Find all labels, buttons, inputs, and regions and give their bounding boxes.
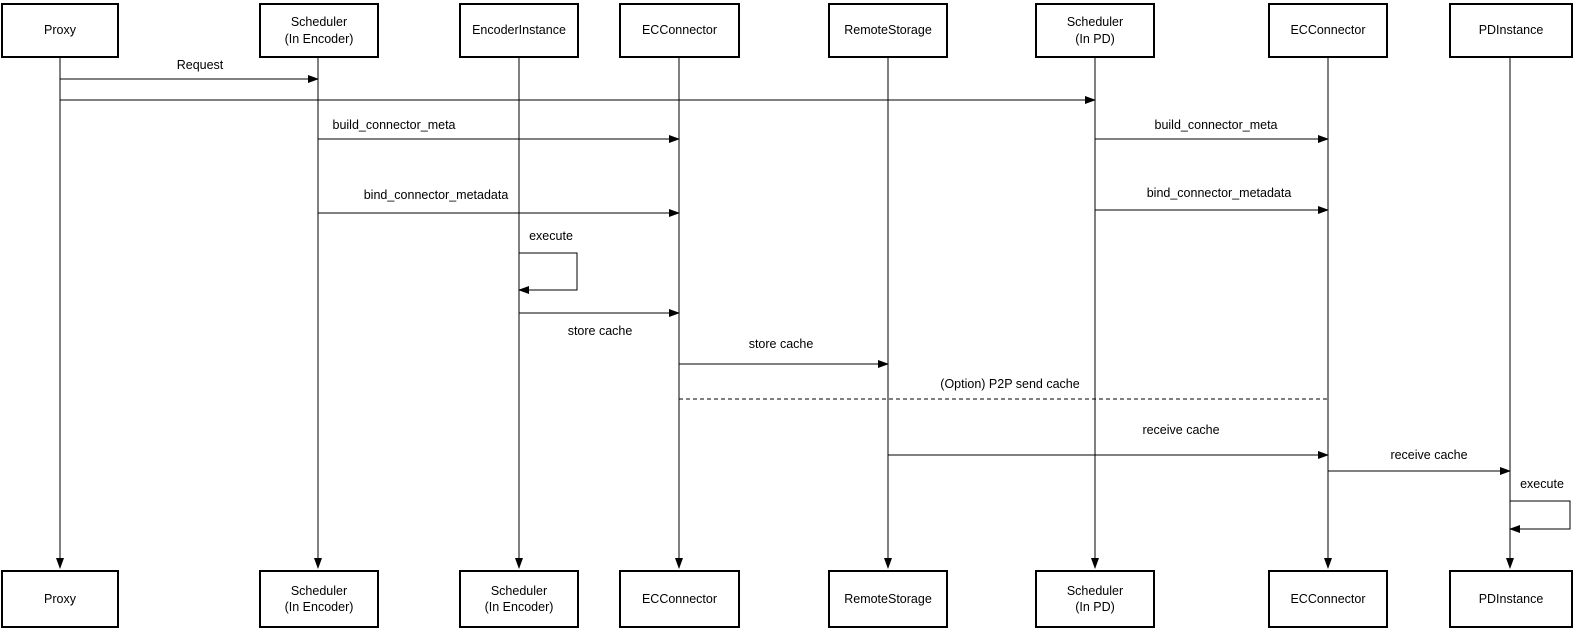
actor-bottom-box-remotestorage: RemoteStorage (828, 570, 948, 628)
actor-bottom-box-ecconnector: ECConnector (619, 570, 740, 628)
message-label-build-connector-meta: build_connector_meta (332, 118, 456, 132)
self-message-execute (1509, 500, 1571, 533)
actor-top-box-scheduler-in-pd: Scheduler (In PD) (1035, 3, 1155, 58)
actor-bottom-box-scheduler-in-encoder: Scheduler (In Encoder) (259, 570, 379, 628)
message-label-bind-connector-metadata: bind_connector_metadata (363, 188, 509, 202)
actor-bottom-box-proxy: Proxy (1, 570, 119, 628)
actor-bottom-box-scheduler-in-encoder: Scheduler (In Encoder) (459, 570, 579, 628)
actor-top-box-encoderinstance: EncoderInstance (459, 3, 579, 58)
message-label-receive-cache: receive cache (1390, 448, 1468, 462)
self-message-label-execute: execute (529, 229, 573, 243)
message-label-build-connector-meta: build_connector_meta (1154, 118, 1278, 132)
message-label-store-cache: store cache (748, 337, 814, 351)
message-label-request: Request (176, 58, 224, 72)
message-label-receive-cache: receive cache (1142, 423, 1220, 437)
actor-top-box-pdinstance: PDInstance (1449, 3, 1573, 58)
actor-top-box-proxy: Proxy (1, 3, 119, 58)
message-label-bind-connector-metadata: bind_connector_metadata (1146, 186, 1292, 200)
actor-bottom-box-ecconnector: ECConnector (1268, 570, 1388, 628)
message-label-option-p2p-send-cache: (Option) P2P send cache (940, 377, 1080, 391)
actor-top-box-scheduler-in-encoder: Scheduler (In Encoder) (259, 3, 379, 58)
actor-bottom-box-pdinstance: PDInstance (1449, 570, 1573, 628)
actor-top-box-remotestorage: RemoteStorage (828, 3, 948, 58)
actor-bottom-box-scheduler-in-pd: Scheduler (In PD) (1035, 570, 1155, 628)
actor-top-box-ecconnector: ECConnector (619, 3, 740, 58)
message-label-store-cache: store cache (567, 324, 633, 338)
self-message-execute (518, 252, 578, 294)
self-message-label-execute: execute (1520, 477, 1564, 491)
actor-top-box-ecconnector: ECConnector (1268, 3, 1388, 58)
